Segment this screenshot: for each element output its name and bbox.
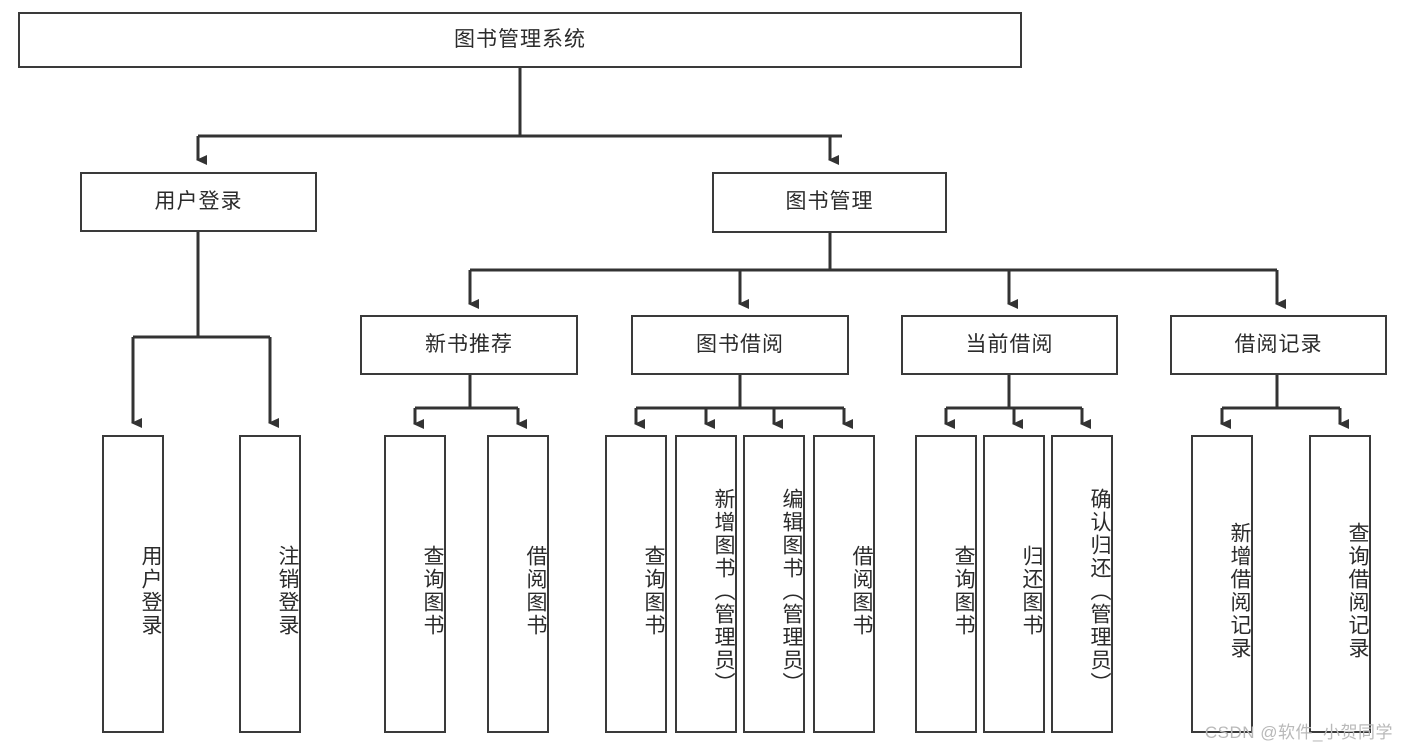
node-label: 当前借阅 [965,332,1054,356]
leaf-borrow-book-recommend[interactable]: 借阅图书 [487,435,549,733]
node-root-system[interactable]: 图书管理系统 [18,12,1022,68]
leaf-user-login[interactable]: 用户登录 [102,435,164,733]
leaf-add-borrow-record[interactable]: 新增借阅记录 [1191,435,1253,733]
node-borrow-record[interactable]: 借阅记录 [1170,315,1387,375]
node-label: 用户登录 [154,189,243,213]
node-label: 归还图书 [1020,545,1043,637]
leaf-query-book-current[interactable]: 查询图书 [915,435,977,733]
node-current-borrow[interactable]: 当前借阅 [901,315,1118,375]
node-label: 借阅记录 [1234,332,1323,356]
node-label: 新增借阅记录 [1228,522,1251,660]
node-label: 新增图书（管理员） [712,487,735,695]
leaf-return-book[interactable]: 归还图书 [983,435,1045,733]
leaf-add-book-admin[interactable]: 新增图书（管理员） [675,435,737,733]
node-book-borrow[interactable]: 图书借阅 [631,315,849,375]
node-label: 确认归还（管理员） [1088,487,1111,695]
leaf-borrow-book[interactable]: 借阅图书 [813,435,875,733]
node-label: 查询图书 [421,545,444,637]
node-label: 编辑图书（管理员） [780,487,803,695]
watermark-text: CSDN @软件_小贺同学 [1204,723,1393,742]
node-label: 查询借阅记录 [1346,522,1369,660]
leaf-query-book-borrow[interactable]: 查询图书 [605,435,667,733]
node-book-management[interactable]: 图书管理 [712,172,947,233]
node-new-book-recommend[interactable]: 新书推荐 [360,315,578,375]
leaf-query-book-recommend[interactable]: 查询图书 [384,435,446,733]
leaf-query-borrow-record[interactable]: 查询借阅记录 [1309,435,1371,733]
node-label: 新书推荐 [425,332,513,356]
node-label: 图书管理系统 [454,27,586,51]
node-label: 注销登录 [276,545,299,637]
node-label: 借阅图书 [524,545,547,637]
node-label: 查询图书 [952,545,975,637]
leaf-logout[interactable]: 注销登录 [239,435,301,733]
node-label: 图书管理 [785,190,874,214]
node-label: 借阅图书 [850,545,873,637]
leaf-confirm-return-admin[interactable]: 确认归还（管理员） [1051,435,1113,733]
node-label: 图书借阅 [696,332,784,356]
node-label: 用户登录 [139,545,162,637]
node-user-login[interactable]: 用户登录 [80,172,317,232]
node-label: 查询图书 [642,545,665,637]
leaf-edit-book-admin[interactable]: 编辑图书（管理员） [743,435,805,733]
